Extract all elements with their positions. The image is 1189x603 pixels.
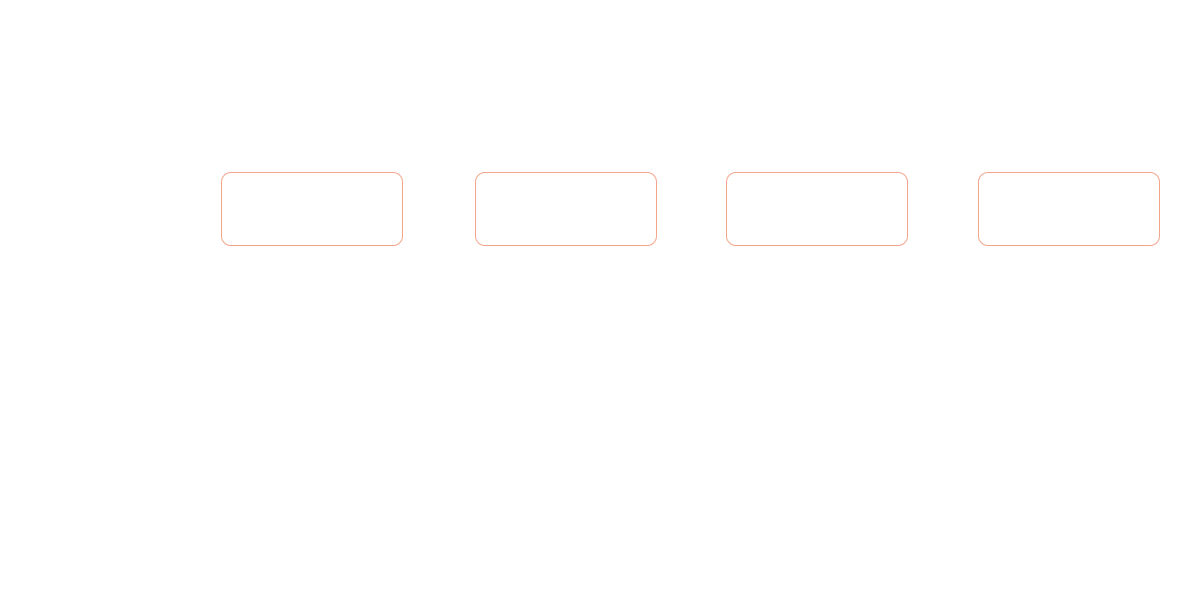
outlined-box-4[interactable] <box>978 172 1160 246</box>
outlined-box-3[interactable] <box>726 172 908 246</box>
outlined-box-1[interactable] <box>221 172 403 246</box>
outlined-box-2[interactable] <box>475 172 657 246</box>
